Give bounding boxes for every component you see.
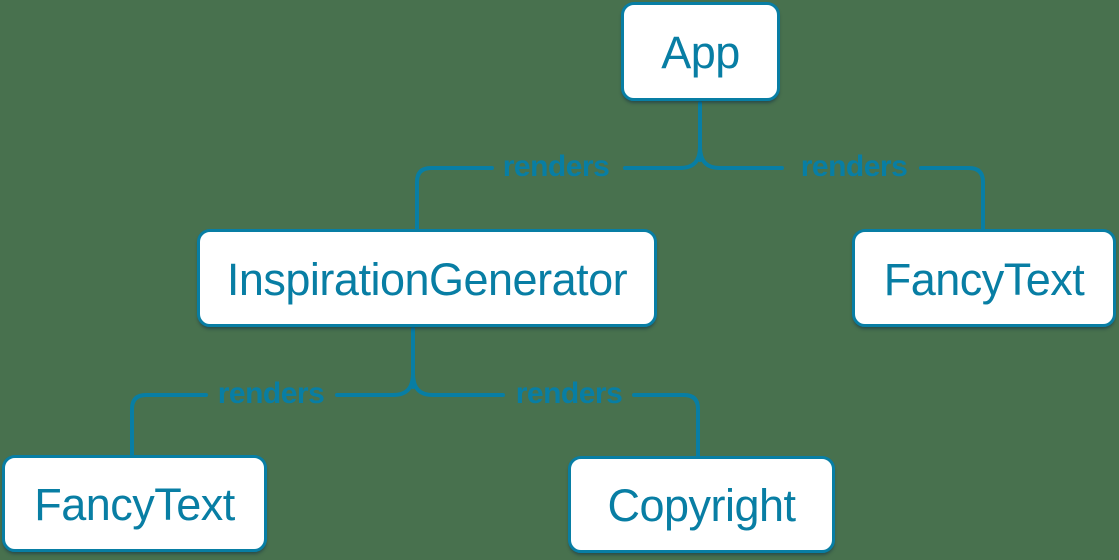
node-fancytext-top-label: FancyText (883, 253, 1085, 305)
node-inspiration-generator-label: InspirationGenerator (226, 253, 628, 305)
node-copyright: Copyright (568, 456, 835, 553)
node-fancytext-bottom: FancyText (2, 455, 267, 552)
edge-inspirationgenerator-fork (335, 327, 505, 397)
node-fancytext-top: FancyText (852, 229, 1116, 327)
edge-inspirationgenerator-to-fancytext (130, 393, 208, 459)
node-app-label: App (661, 27, 740, 78)
node-inspiration-generator: InspirationGenerator (197, 229, 657, 327)
node-fancytext-bottom-label: FancyText (34, 479, 235, 530)
edge-app-to-fancytext (919, 166, 985, 233)
edge-label-inspirationgenerator-copyright: renders (515, 377, 623, 410)
node-app: App (621, 2, 780, 101)
edge-inspirationgenerator-to-copyright (632, 393, 700, 460)
edge-app-fork (623, 101, 784, 170)
edge-label-app-fancytext: renders (800, 150, 908, 183)
edge-label-inspirationgenerator-fancytext: renders (217, 377, 325, 410)
edge-label-app-inspirationgenerator: renders (502, 150, 610, 183)
node-copyright-label: Copyright (607, 480, 796, 531)
edge-app-to-inspirationgenerator (415, 166, 494, 233)
